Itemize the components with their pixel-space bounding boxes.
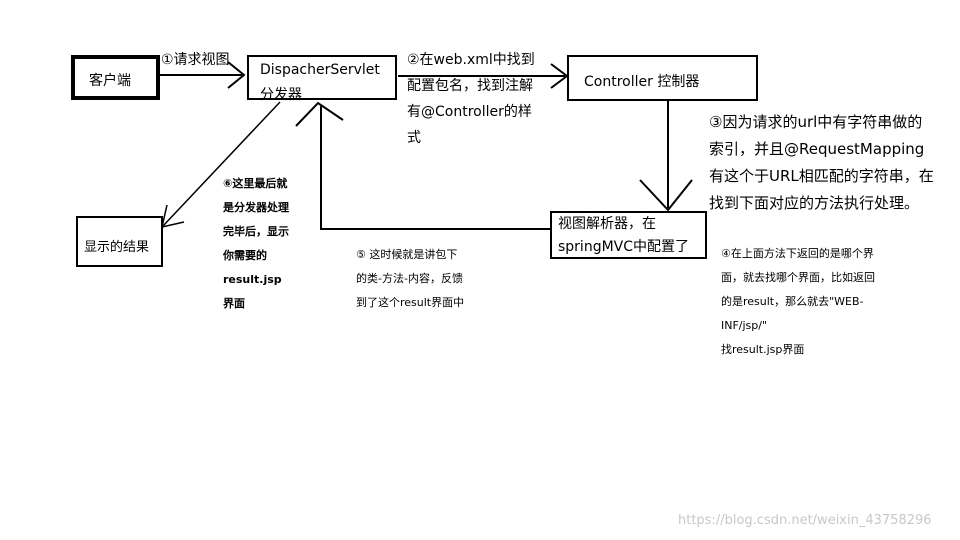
arrowhead-controller-down — [639, 179, 693, 212]
step1-label: ①请求视图 — [161, 52, 230, 68]
dispatcher-servlet-box: DispacherServlet 分发器 — [247, 55, 397, 103]
step5-label: ⑤ 这时候就是讲包下 的类-方法-内容，反馈 到了这个result界面中 — [356, 248, 465, 309]
arrowhead-request — [227, 61, 246, 89]
result-label: 显示的结果 — [84, 240, 150, 255]
watermark: https://blog.csdn.net/weixin_43758296 — [678, 513, 932, 528]
controller-box: Controller 控制器 — [567, 55, 758, 101]
client-box: 客户端 — [71, 55, 160, 100]
step2-label: ②在web.xml中找到 配置包名，找到注解 有@Controller的样 式 — [407, 52, 535, 146]
view-resolver-box: 视图解析器，在 springMVC中配置了 — [550, 211, 707, 259]
step4-label: ④在上面方法下返回的是哪个界 面，就去找哪个界面，比如返回 的是result，那… — [721, 247, 875, 356]
step6-label: ⑥这里最后就 是分发器处理 完毕后，显示 你需要的 result.jsp 界面 — [223, 177, 289, 310]
dispatcher-label-line1: DispacherServlet — [260, 62, 380, 78]
dispatcher-label-line2: 分发器 — [260, 87, 302, 103]
arrowhead-feedback — [295, 101, 344, 127]
view-resolver-label-line2: springMVC中配置了 — [558, 239, 690, 255]
arrow-feedback — [320, 106, 551, 230]
view-resolver-label-line1: 视图解析器，在 — [558, 216, 656, 232]
step3-label: ③因为请求的url中有字符串做的 索引，并且@RequestMapping 有这… — [709, 113, 934, 212]
arrow-to-result — [162, 101, 281, 227]
result-box: 显示的结果 — [76, 216, 163, 267]
controller-label: Controller 控制器 — [584, 74, 700, 90]
client-label: 客户端 — [89, 73, 131, 89]
